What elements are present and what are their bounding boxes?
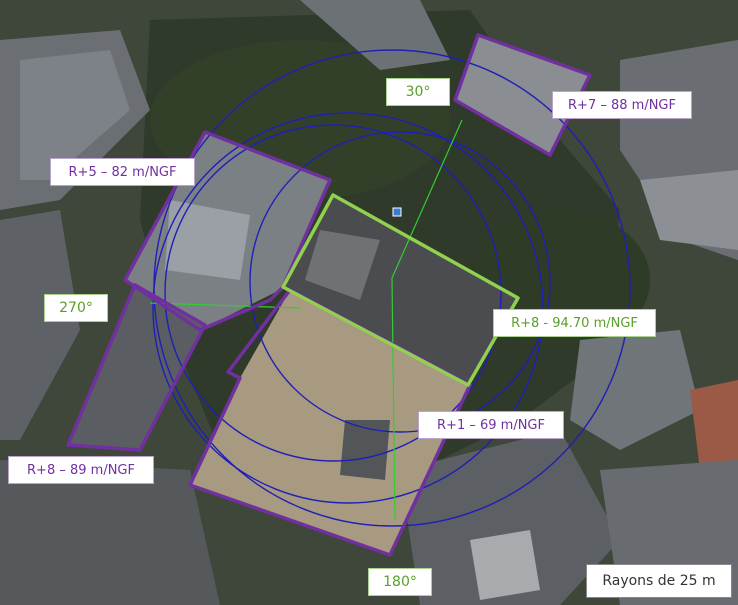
building-nw-detail <box>165 200 250 280</box>
roof-nw-detail <box>20 50 130 180</box>
angle-label-270: 270° <box>44 294 108 322</box>
radius-circle <box>152 112 544 504</box>
building-ne-roof <box>455 35 590 155</box>
roof-e-tiles <box>690 380 738 480</box>
outline-building-nw <box>123 130 332 332</box>
building-center-detail <box>305 230 380 300</box>
label-building-ne: R+7 – 88 m/NGF <box>552 91 692 119</box>
angle-label-180: 180° <box>368 568 432 596</box>
building-se-skylight <box>340 420 390 480</box>
label-building-center: R+8 - 94.70 m/NGF <box>493 309 656 337</box>
location-marker-icon <box>392 207 402 217</box>
label-building-se: R+1 – 69 m/NGF <box>418 411 564 439</box>
roof-ne-detail <box>640 170 738 250</box>
radius-circle <box>164 124 502 462</box>
roof-n <box>300 0 450 70</box>
radius-circle <box>249 131 551 433</box>
outline-building-center <box>281 193 520 387</box>
roof-w <box>0 210 80 440</box>
outline-building-ne <box>453 33 592 157</box>
building-sw-roof <box>68 285 205 450</box>
axis-180deg <box>391 277 396 521</box>
roof-s-detail <box>470 530 540 600</box>
roof-e <box>570 330 700 450</box>
radius-caption: Rayons de 25 m <box>586 564 732 598</box>
angle-label-30: 30° <box>386 78 450 106</box>
label-building-sw: R+8 – 89 m/NGF <box>8 456 154 484</box>
roof-s <box>400 430 620 605</box>
radius-circles <box>152 49 631 527</box>
roof-sw <box>0 460 220 605</box>
axis-30deg <box>391 119 463 279</box>
outline-building-sw <box>66 283 207 452</box>
building-se-roof <box>190 290 470 555</box>
label-building-nw: R+5 – 82 m/NGF <box>50 158 195 186</box>
